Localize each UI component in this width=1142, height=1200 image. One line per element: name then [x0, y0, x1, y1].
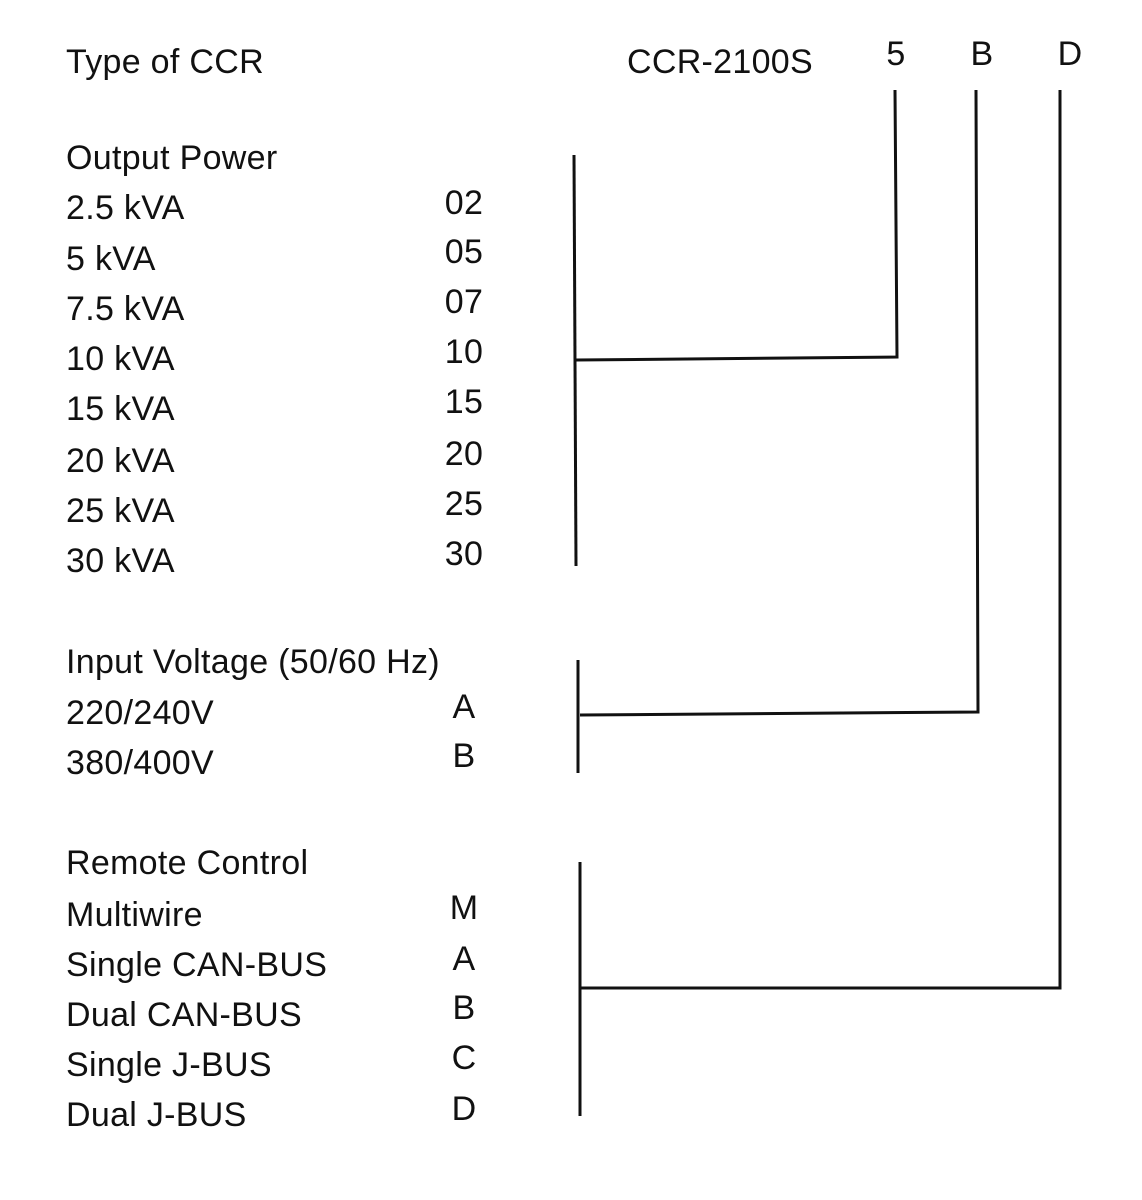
option-code: 20 [444, 435, 484, 473]
option-code: 30 [444, 535, 484, 573]
output-power-connector [575, 89, 899, 362]
option-code: 05 [444, 233, 484, 271]
code-voltage-letter: B [970, 35, 994, 73]
option-label: Single J-BUS [66, 1046, 272, 1084]
remote-control-heading: Remote Control [66, 844, 309, 882]
option-code: 07 [444, 283, 484, 321]
input-voltage-connector [579, 89, 980, 717]
type-of-ccr-label: Type of CCR [66, 43, 264, 81]
option-label: Dual CAN-BUS [66, 996, 302, 1034]
option-code: 02 [444, 184, 484, 222]
model-name: CCR-2100S [627, 43, 813, 81]
option-label: 30 kVA [66, 542, 175, 580]
option-label: 5 kVA [66, 240, 156, 278]
option-label: 220/240V [66, 694, 214, 732]
option-label: 2.5 kVA [66, 189, 185, 227]
output-power-bracket [572, 154, 578, 567]
option-label: Multiwire [66, 896, 203, 934]
option-code: D [451, 1090, 477, 1128]
option-code: A [452, 688, 476, 726]
code-remote-letter: D [1057, 35, 1083, 73]
option-code: C [451, 1039, 477, 1077]
option-label: Single CAN-BUS [66, 946, 328, 984]
code-power-digit: 5 [886, 35, 906, 73]
option-code: B [452, 737, 476, 775]
option-label: 15 kVA [66, 390, 175, 428]
option-code: 25 [444, 485, 484, 523]
option-label: 10 kVA [66, 340, 175, 378]
option-code: 15 [444, 383, 484, 421]
option-code: B [452, 989, 476, 1027]
option-label: 25 kVA [66, 492, 175, 530]
option-label: 380/400V [66, 744, 214, 782]
option-code: A [452, 940, 476, 978]
input-voltage-heading: Input Voltage (50/60 Hz) [66, 643, 440, 681]
option-code: 10 [444, 333, 484, 371]
option-label: 7.5 kVA [66, 290, 185, 328]
option-label: Dual J-BUS [66, 1096, 247, 1134]
option-label: 20 kVA [66, 442, 175, 480]
option-code: M [449, 889, 479, 927]
remote-control-connector [580, 90, 1062, 990]
output-power-heading: Output Power [66, 139, 278, 177]
